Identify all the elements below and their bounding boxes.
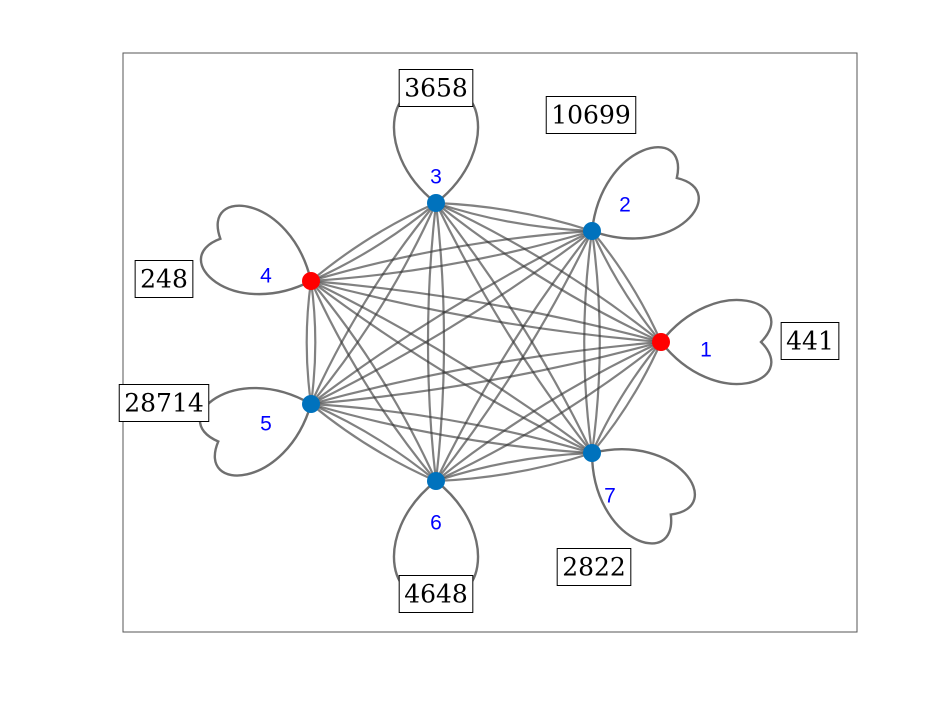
plot-frame	[122, 52, 858, 633]
value-box-text-1: 441	[786, 327, 834, 356]
edge-5-7-1	[309, 402, 594, 455]
node-5	[302, 395, 320, 413]
value-box-border-5	[118, 384, 210, 422]
edge-1-7-1	[590, 340, 663, 455]
value-boxes-layer: 441 10699 3658 248 28714 4648 2822	[118, 69, 840, 613]
node-1	[652, 333, 670, 351]
edge-2-3-2	[434, 201, 594, 233]
edge-6-7-1	[434, 451, 594, 483]
node-2	[583, 222, 601, 240]
self-loop-2	[590, 146, 700, 240]
self-loop-1	[660, 298, 773, 386]
value-box-3: 3658	[398, 69, 474, 107]
self-loops-layer	[198, 91, 773, 593]
edge-4-6-2	[309, 279, 438, 483]
node-labels-layer: 1 2 3 4 5 6 7	[260, 166, 712, 535]
value-box-5: 28714	[118, 384, 210, 422]
value-box-text-6: 4648	[404, 580, 468, 609]
self-loop-7	[590, 448, 697, 545]
edge-1-5-1	[309, 340, 663, 406]
edge-3-5-2	[309, 201, 438, 406]
value-box-border-7	[556, 548, 632, 586]
edge-5-6-1	[309, 402, 438, 483]
edge-2-5-2	[309, 229, 594, 406]
edge-3-6-2	[434, 201, 446, 483]
edge-2-4-1	[309, 229, 594, 283]
value-box-text-4: 248	[140, 265, 188, 294]
edge-4-6-1	[309, 279, 438, 483]
node-label-7: 7	[604, 485, 616, 508]
self-loop-4	[199, 204, 313, 296]
value-box-text-5: 28714	[124, 389, 204, 418]
edge-1-2-2	[590, 229, 663, 344]
value-box-border-4	[134, 260, 194, 298]
edge-2-7-1	[583, 229, 594, 455]
self-loop-6	[392, 480, 480, 593]
node-label-2: 2	[619, 194, 631, 217]
node-7	[583, 444, 601, 462]
edge-1-7-2	[590, 340, 663, 455]
value-box-border-3	[398, 69, 474, 107]
edge-1-3-1	[434, 201, 663, 344]
edge-5-6-2	[309, 402, 438, 483]
edge-4-7-1	[309, 279, 594, 455]
value-box-border-1	[780, 322, 840, 360]
edge-1-4-2	[309, 279, 663, 344]
edge-3-7-2	[434, 201, 594, 455]
value-box-text-2: 10699	[551, 101, 631, 130]
edge-4-7-2	[309, 279, 594, 455]
value-box-text-7: 2822	[562, 553, 626, 582]
node-label-5: 5	[260, 413, 272, 436]
edge-2-3-1	[434, 201, 594, 233]
edge-3-5-1	[309, 201, 438, 406]
edge-2-6-1	[434, 229, 594, 483]
nodes-layer	[302, 194, 670, 490]
edge-2-4-2	[309, 229, 594, 283]
edge-3-6-1	[426, 201, 438, 483]
edge-3-4-1	[309, 201, 438, 283]
edge-5-7-2	[309, 402, 594, 455]
value-box-border-6	[398, 575, 474, 613]
edge-1-6-1	[434, 340, 663, 483]
value-box-2: 10699	[545, 96, 637, 134]
edge-2-6-2	[434, 229, 594, 483]
self-loop-5	[198, 386, 313, 477]
edge-4-5-1	[305, 279, 313, 406]
edge-1-6-2	[434, 340, 663, 483]
value-box-text-3: 3658	[404, 74, 468, 103]
value-box-4: 248	[134, 260, 194, 298]
edge-3-4-2	[309, 201, 438, 283]
value-box-7: 2822	[556, 548, 632, 586]
edge-3-7-1	[434, 201, 594, 455]
edge-1-2-1	[590, 229, 663, 344]
edge-1-3-2	[434, 201, 663, 344]
node-6	[427, 472, 445, 490]
node-label-6: 6	[430, 512, 442, 535]
node-3	[427, 194, 445, 212]
edge-2-5-1	[309, 229, 594, 406]
node-label-4: 4	[260, 265, 272, 288]
edges-layer	[305, 201, 663, 483]
value-box-border-2	[545, 96, 637, 134]
node-label-3: 3	[430, 166, 442, 189]
node-4	[302, 272, 320, 290]
edge-4-5-2	[309, 279, 317, 406]
edge-2-7-2	[590, 229, 601, 455]
edge-6-7-2	[434, 451, 594, 483]
value-box-1: 441	[780, 322, 840, 360]
node-label-1: 1	[700, 339, 712, 362]
value-box-6: 4648	[398, 575, 474, 613]
